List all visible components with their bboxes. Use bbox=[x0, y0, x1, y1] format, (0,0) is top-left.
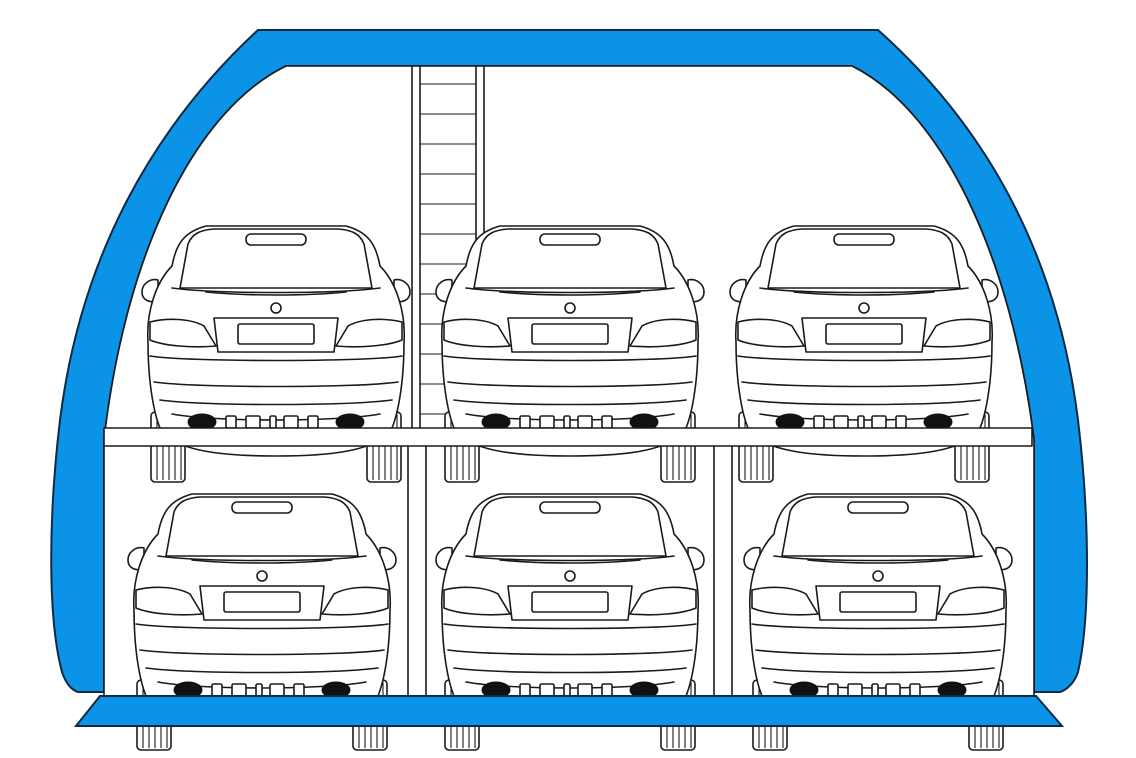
upper-platform bbox=[103, 427, 1033, 447]
floor-base bbox=[73, 695, 1065, 727]
support-posts bbox=[407, 445, 733, 697]
